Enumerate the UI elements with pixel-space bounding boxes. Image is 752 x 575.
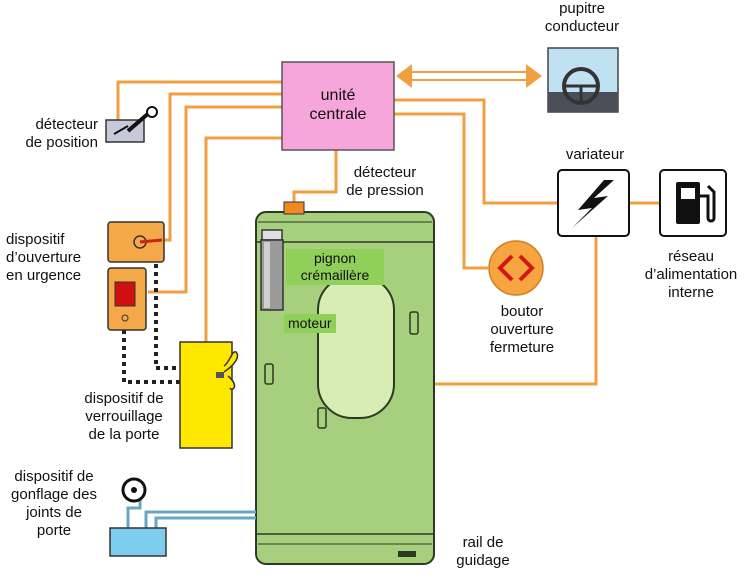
emergency-opening-device [107,221,165,331]
pressure-detector-box [283,201,305,215]
motor-label: moteur [284,314,336,333]
wire-button [394,112,488,270]
power-network-label: réseau d’alimentation interne [644,248,738,301]
door-lock-label: dispositif de verrouillage de la porte [84,390,164,443]
lightning-icon [557,169,630,237]
steering-wheel-icon [547,47,619,113]
chevrons-icon [488,240,544,296]
driver-desk-label: pupitre conducteur [544,0,620,35]
position-detector-label: détecteur de position [25,116,98,151]
pressure-detector-label: détecteur de pression [346,164,424,199]
guide-rail-label: rail de guidage [456,534,510,569]
wire-variator [394,98,558,205]
seal-inflation-device [109,477,256,557]
wire-pressure [292,150,338,202]
bidirectional-arrow [396,64,542,88]
wire-emergency-top [160,92,282,242]
wire-position-detector [116,80,282,128]
wire-emergency-bottom [148,105,282,294]
wiring [116,80,660,386]
seal-inflation-label: dispositif de gonflage des joints de por… [11,468,97,539]
open-close-button-label: boutor ouverture fermeture [489,303,555,356]
mechanical-links [122,264,182,384]
central-unit-box [281,61,395,151]
door-panel [255,211,435,565]
door-lock-device [179,341,239,449]
central-unit-label: unité centrale [309,87,367,123]
emergency-opening-label: dispositif d’ouverture en urgence [6,231,82,284]
wire-lock [204,136,282,342]
variator-label: variateur [565,146,625,163]
motor-cylinder [260,229,284,311]
fuel-pump-icon [659,169,727,237]
lever-switch-icon [105,106,158,143]
pinion-rack-label: pignon crémaillère [286,249,384,285]
